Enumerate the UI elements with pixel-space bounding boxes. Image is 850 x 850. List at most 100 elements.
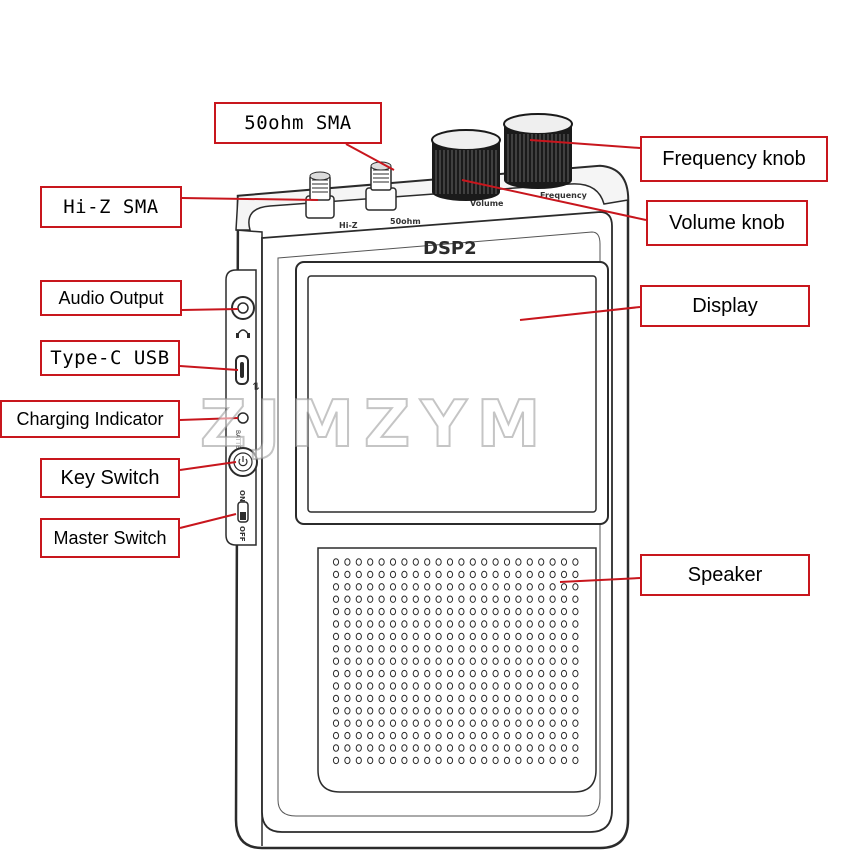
- grille-hole: [344, 632, 351, 641]
- grille-hole: [332, 570, 340, 579]
- grille-hole: [344, 694, 351, 703]
- grille-hole: [355, 607, 362, 616]
- grille-hole: [492, 632, 499, 641]
- grille-hole: [458, 607, 465, 616]
- grille-hole: [526, 595, 533, 603]
- grille-hole: [560, 731, 568, 740]
- port-label-50ohm: 50ohm: [390, 217, 421, 226]
- grille-hole: [549, 583, 556, 591]
- grille-hole: [344, 707, 351, 715]
- grille-hole: [367, 694, 374, 703]
- grille-hole: [538, 756, 545, 765]
- grille-hole: [355, 669, 362, 678]
- grille-hole: [401, 669, 408, 678]
- grille-hole: [332, 694, 340, 703]
- grille-hole: [344, 583, 351, 591]
- leader-line-hiz: [181, 197, 319, 201]
- grille-hole: [481, 607, 488, 616]
- grille-hole: [367, 707, 374, 715]
- grille-hole: [424, 682, 431, 690]
- grille-hole: [378, 744, 385, 752]
- grille-hole: [401, 694, 408, 703]
- grille-hole: [424, 657, 431, 665]
- grille-hole: [412, 669, 419, 678]
- grille-hole: [469, 657, 476, 665]
- grille-hole: [446, 657, 454, 665]
- grille-hole: [435, 744, 442, 752]
- grille-hole: [560, 607, 568, 616]
- grille-hole: [503, 558, 511, 566]
- grille-hole: [332, 707, 340, 715]
- grille-hole: [332, 731, 340, 740]
- grille-hole: [538, 620, 545, 628]
- grille-hole: [378, 694, 385, 703]
- grille-hole: [412, 645, 419, 653]
- grille-hole: [481, 620, 488, 628]
- grille-hole: [446, 607, 454, 616]
- grille-hole: [446, 620, 454, 628]
- grille-hole: [560, 558, 568, 566]
- grille-hole: [389, 583, 397, 591]
- grille-hole: [481, 632, 488, 641]
- grille-hole: [526, 620, 533, 628]
- grille-hole: [378, 595, 385, 603]
- grille-hole: [572, 719, 579, 727]
- grille-hole: [481, 682, 488, 690]
- grille-hole: [572, 756, 579, 765]
- grille-hole: [378, 682, 385, 690]
- grille-hole: [424, 558, 431, 566]
- grille-hole: [503, 756, 511, 765]
- grille-hole: [560, 682, 568, 690]
- grille-hole: [389, 632, 397, 641]
- grille-hole: [378, 607, 385, 616]
- display-screen: [307, 275, 597, 513]
- speaker-panel: [317, 547, 597, 793]
- grille-hole: [560, 719, 568, 727]
- grille-hole: [515, 632, 522, 641]
- grille-hole: [389, 558, 397, 566]
- grille-hole: [492, 558, 499, 566]
- grille-hole: [446, 694, 454, 703]
- grille-hole: [469, 583, 476, 591]
- grille-hole: [378, 645, 385, 653]
- grille-hole: [515, 583, 522, 591]
- speaker-grille: [332, 558, 579, 765]
- grille-hole: [572, 607, 579, 616]
- grille-hole: [412, 719, 419, 727]
- grille-hole: [389, 669, 397, 678]
- grille-hole: [435, 632, 442, 641]
- grille-hole: [503, 744, 511, 752]
- grille-hole: [560, 645, 568, 653]
- grille-hole: [332, 607, 340, 616]
- grille-hole: [572, 707, 579, 715]
- grille-hole: [401, 570, 408, 579]
- grille-hole: [549, 657, 556, 665]
- grille-hole: [367, 731, 374, 740]
- grille-hole: [572, 558, 579, 566]
- grille-hole: [549, 719, 556, 727]
- grille-hole: [389, 657, 397, 665]
- grille-hole: [367, 756, 374, 765]
- grille-hole: [481, 669, 488, 678]
- grille-hole: [503, 731, 511, 740]
- grille-hole: [355, 632, 362, 641]
- grille-hole: [538, 719, 545, 727]
- grille-hole: [481, 744, 488, 752]
- grille-hole: [435, 682, 442, 690]
- grille-hole: [355, 645, 362, 653]
- grille-hole: [492, 682, 499, 690]
- grille-hole: [355, 731, 362, 740]
- grille-hole: [412, 620, 419, 628]
- power-label-off: OFF: [238, 526, 246, 542]
- grille-hole: [458, 707, 465, 715]
- grille-hole: [378, 558, 385, 566]
- grille-hole: [549, 669, 556, 678]
- grille-hole: [355, 756, 362, 765]
- grille-hole: [332, 669, 340, 678]
- grille-hole: [572, 583, 579, 591]
- grille-hole: [549, 707, 556, 715]
- grille-hole: [515, 570, 522, 579]
- grille-hole: [469, 719, 476, 727]
- grille-hole: [332, 620, 340, 628]
